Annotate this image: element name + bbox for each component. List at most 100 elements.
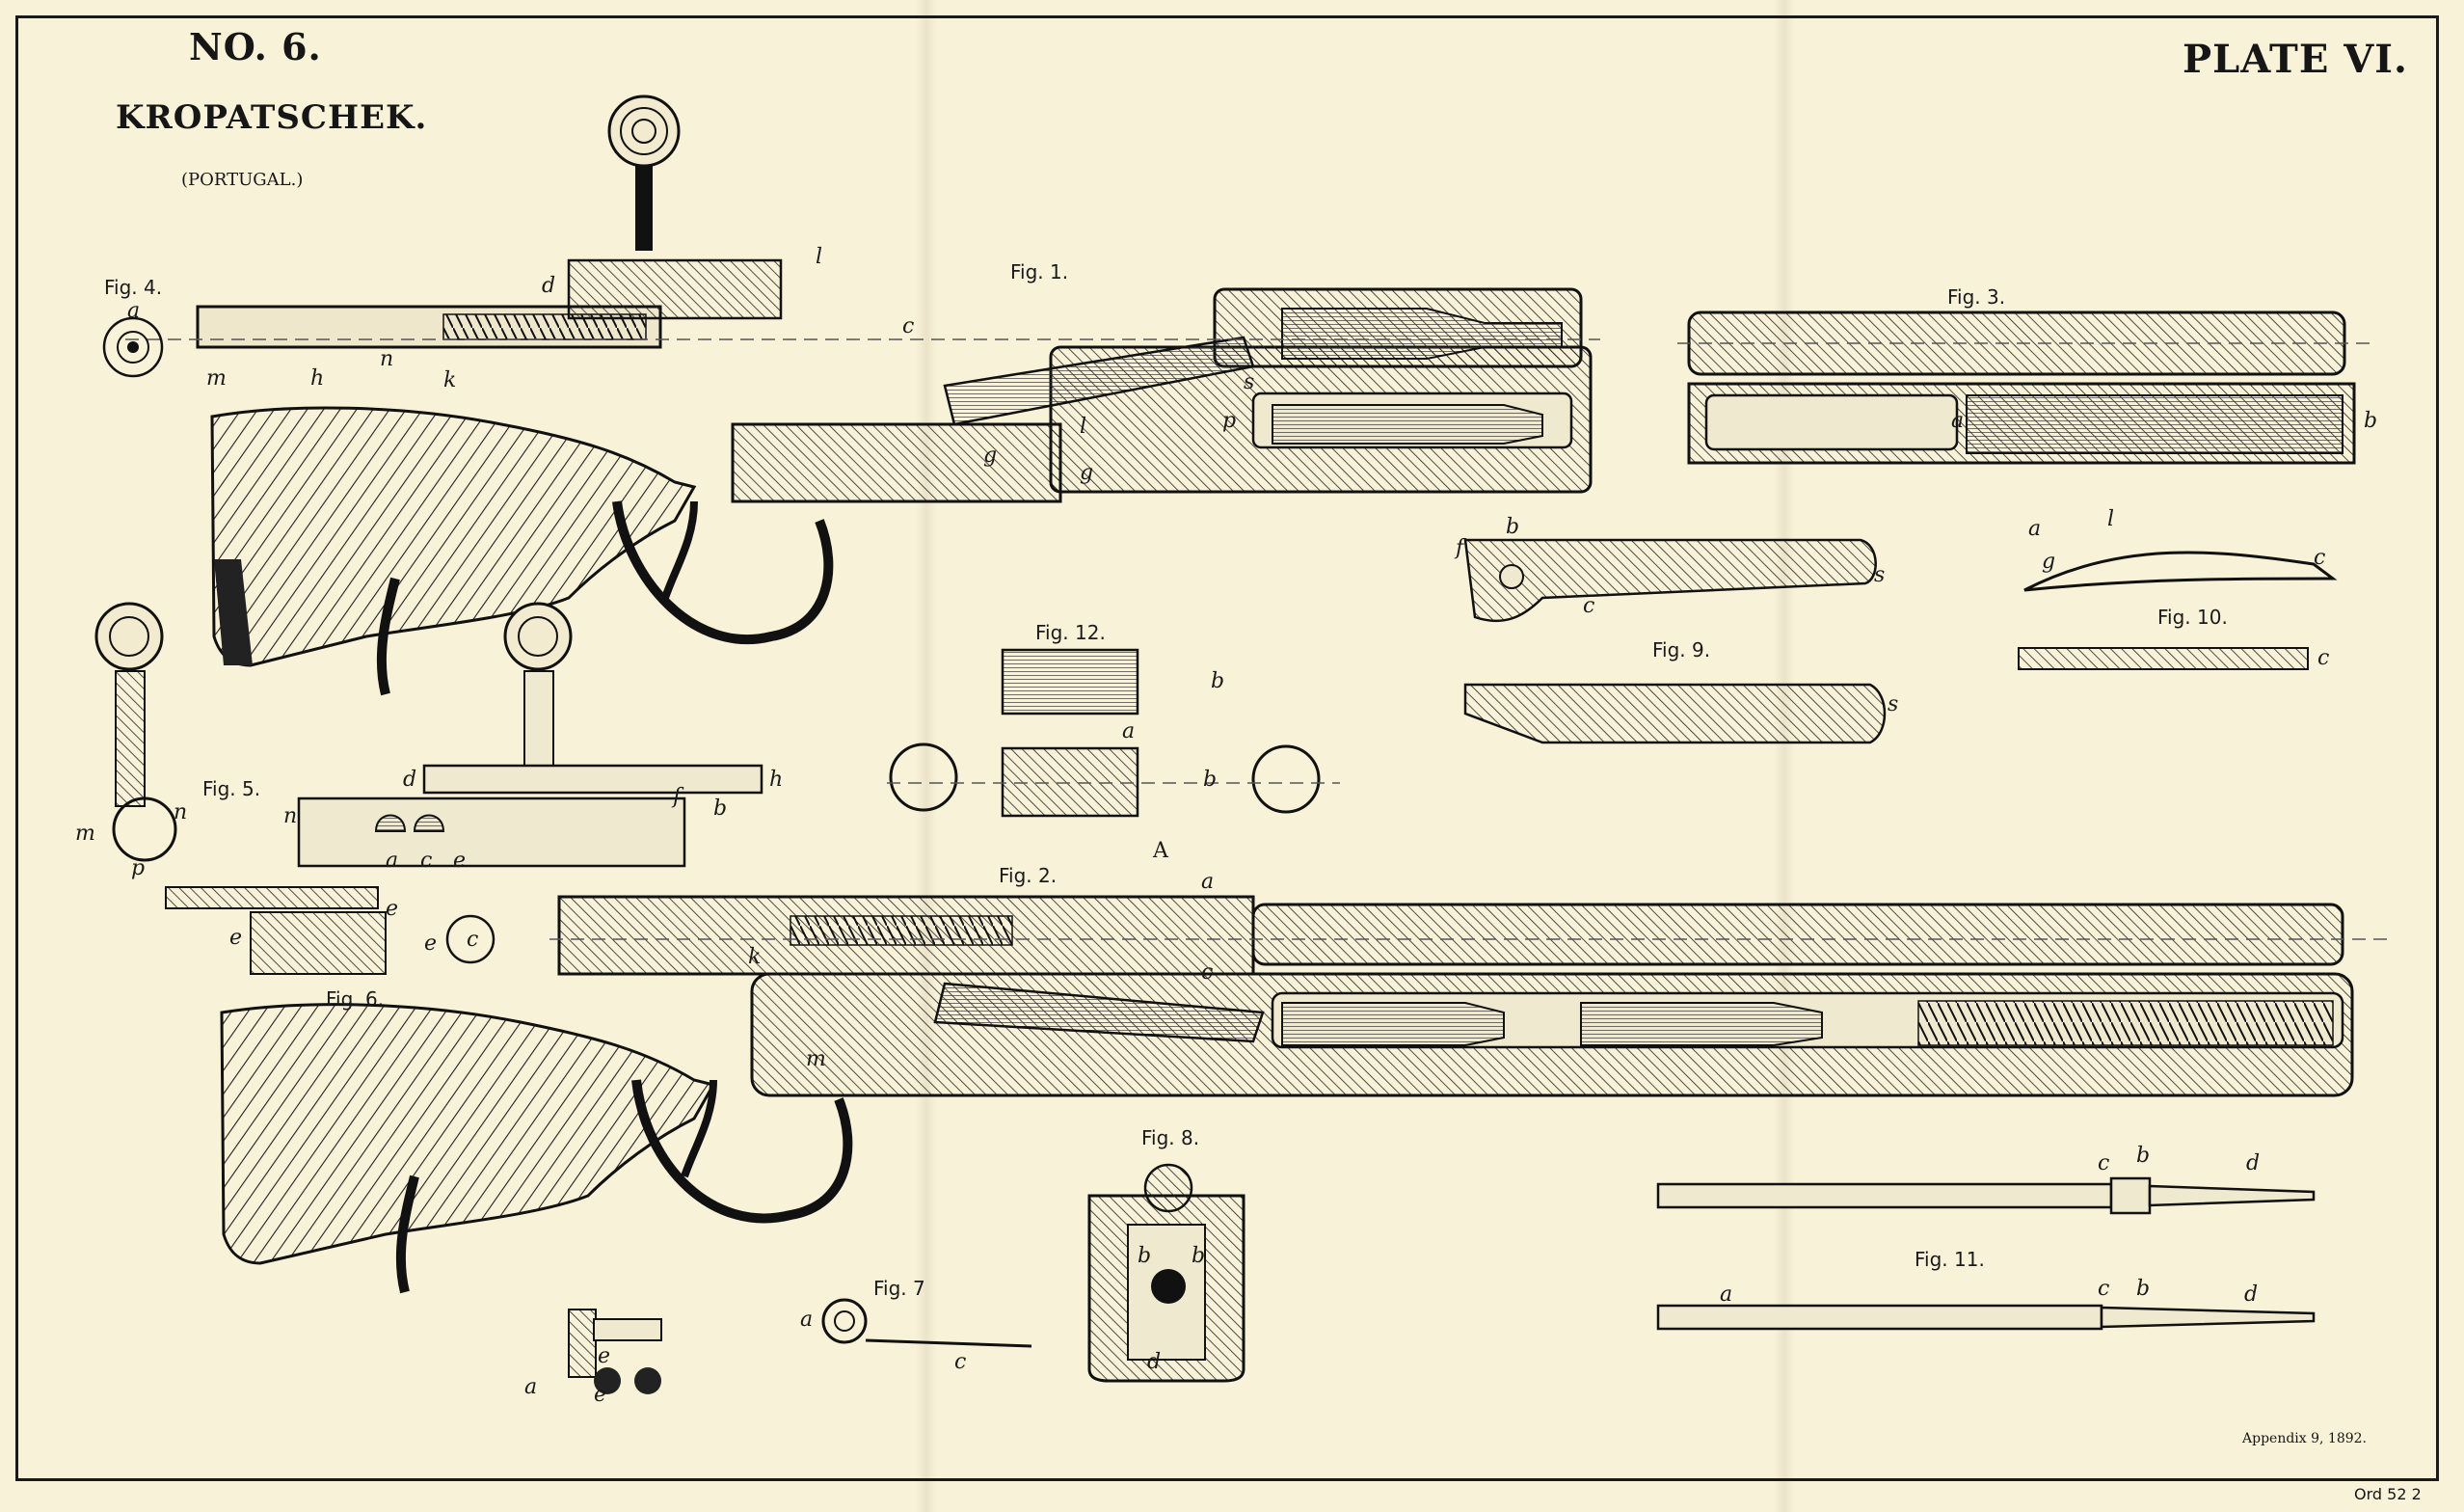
- fig8-section: [1087, 1163, 1245, 1383]
- label-fig8-d: d: [1147, 1350, 1162, 1374]
- label-fig10-g: g: [2042, 550, 2056, 574]
- fig7-firing-pin: [568, 1298, 1032, 1394]
- label-fig1-d: d: [542, 274, 556, 298]
- label-fig7-a2: a: [524, 1375, 538, 1399]
- label-fig1-c: c: [902, 314, 915, 338]
- label-fig1-l: l: [1080, 415, 1087, 439]
- label-fig5-n: n: [283, 804, 298, 828]
- label-fig2-A: A: [1153, 839, 1168, 863]
- fig9-carrier-parts: [1463, 538, 1887, 744]
- fig2-bolt-spring: [790, 915, 1013, 946]
- plate-border: [15, 15, 2439, 1481]
- fig1-rifle-section: [125, 94, 1600, 696]
- fig1-butt-plate: [214, 559, 253, 665]
- fig2-tang: [395, 1174, 419, 1294]
- label-fig5-d: d: [403, 768, 417, 792]
- label-fig2-a: a: [1201, 870, 1215, 894]
- label-fig2-k: k: [748, 945, 762, 969]
- label-fig9-c: c: [1583, 594, 1595, 618]
- fig1-carrier: [943, 336, 1255, 426]
- fig2-magazine-spring: [1917, 1000, 2334, 1046]
- label-fig11-c2: c: [2098, 1277, 2110, 1301]
- label-fig10-l: l: [2107, 507, 2115, 531]
- fig3-barrel-section: [1677, 310, 2371, 465]
- caption-fig11: Fig. 11.: [1915, 1248, 1985, 1271]
- page-fold-right: [1774, 0, 1795, 1512]
- label-fig3-b: b: [2364, 409, 2378, 433]
- label-fig7-c: c: [954, 1350, 967, 1374]
- plate-title: PLATE VI.: [2183, 37, 2408, 82]
- page-fold: [916, 0, 937, 1512]
- label-fig2-c: c: [1201, 960, 1214, 985]
- label-fig8-b2: b: [1192, 1244, 1206, 1268]
- caption-fig2: Fig. 2.: [999, 864, 1058, 887]
- label-fig1-l-top: l: [816, 245, 823, 269]
- fig11-cleaning-rods: [1656, 1176, 2316, 1331]
- label-fig11-d2: d: [2244, 1282, 2259, 1307]
- label-fig5-e: e: [453, 849, 467, 873]
- label-fig1-k: k: [443, 368, 457, 392]
- fig2-barrel: [1251, 903, 2344, 966]
- label-fig1-m: m: [206, 366, 227, 391]
- label-fig11-b2: b: [2136, 1277, 2151, 1301]
- label-fig12-a: a: [1122, 719, 1136, 743]
- fig1-bolt-body: [567, 258, 783, 320]
- label-fig10-a: a: [2028, 517, 2042, 541]
- label-fig5-f: f: [673, 785, 682, 809]
- caption-fig12: Fig. 12.: [1035, 621, 1106, 644]
- label-fig12-b1: b: [1211, 669, 1225, 693]
- rifle-name: KROPATSCHEK.: [116, 98, 428, 137]
- label-fig1-p: p: [1222, 409, 1237, 433]
- label-fig7-e2: e: [594, 1383, 607, 1407]
- label-fig2-m: m: [806, 1047, 826, 1071]
- label-fig5-h: h: [769, 768, 784, 792]
- label-fig6-c: c: [467, 928, 479, 952]
- label-fig5-c: c: [420, 849, 433, 873]
- label-fig5-b: b: [713, 796, 728, 821]
- label-fig11-c1: c: [2098, 1151, 2110, 1175]
- fig2-cartridge-1: [1281, 1002, 1505, 1046]
- label-fig5-p: p: [131, 856, 146, 880]
- label-fig6-e3: e: [424, 932, 438, 956]
- ord-number: Ord 52 2: [2354, 1485, 2422, 1503]
- caption-fig1: Fig. 1.: [1010, 260, 1069, 284]
- label-fig10-c1: c: [2314, 546, 2326, 570]
- caption-fig10: Fig. 10.: [2157, 606, 2228, 629]
- plate-number: NO. 6.: [189, 25, 322, 68]
- label-fig9-s1: s: [1874, 563, 1886, 587]
- fig1-bolt-knob: [607, 94, 681, 168]
- label-fig8-b1: b: [1138, 1244, 1152, 1268]
- label-fig1-g: g: [1080, 461, 1094, 485]
- label-fig1-n: n: [380, 347, 394, 371]
- caption-fig5: Fig. 5.: [202, 777, 261, 800]
- label-fig7-a: a: [800, 1308, 814, 1332]
- fig2-trigger-guard: [631, 1079, 853, 1224]
- fig10-lever-parts: [2018, 551, 2338, 670]
- label-fig6-e2: e: [229, 926, 243, 950]
- fig1-trigger: [661, 500, 698, 600]
- label-fig9-b: b: [1506, 515, 1520, 539]
- label-fig7-e1: e: [598, 1344, 611, 1368]
- fig1-cartridge: [1272, 404, 1543, 445]
- caption-fig3: Fig. 3.: [1947, 285, 2006, 309]
- label-fig5-n2: n: [174, 800, 188, 824]
- fig6-extractor: [165, 886, 495, 975]
- fig2-trigger: [681, 1079, 717, 1178]
- label-fig9-f: f: [1456, 536, 1464, 560]
- fig2-cartridge-2: [1580, 1002, 1823, 1046]
- label-fig11-b1: b: [2136, 1144, 2151, 1168]
- label-fig11-a: a: [1720, 1282, 1733, 1307]
- fig12-detail: [887, 648, 1340, 818]
- label-fig4-a: a: [127, 299, 141, 323]
- label-fig1-h: h: [310, 366, 325, 391]
- fig5-bolt-head: [94, 602, 763, 868]
- label-fig5-m: m: [75, 822, 95, 846]
- appendix-note: Appendix 9, 1892.: [2242, 1431, 2368, 1446]
- label-fig12-b2: b: [1203, 768, 1218, 792]
- label-fig5-a: a: [386, 849, 399, 873]
- fig1-receiver: [731, 422, 1062, 503]
- fig2-carrier: [933, 982, 1265, 1043]
- label-fig6-e1: e: [386, 897, 399, 921]
